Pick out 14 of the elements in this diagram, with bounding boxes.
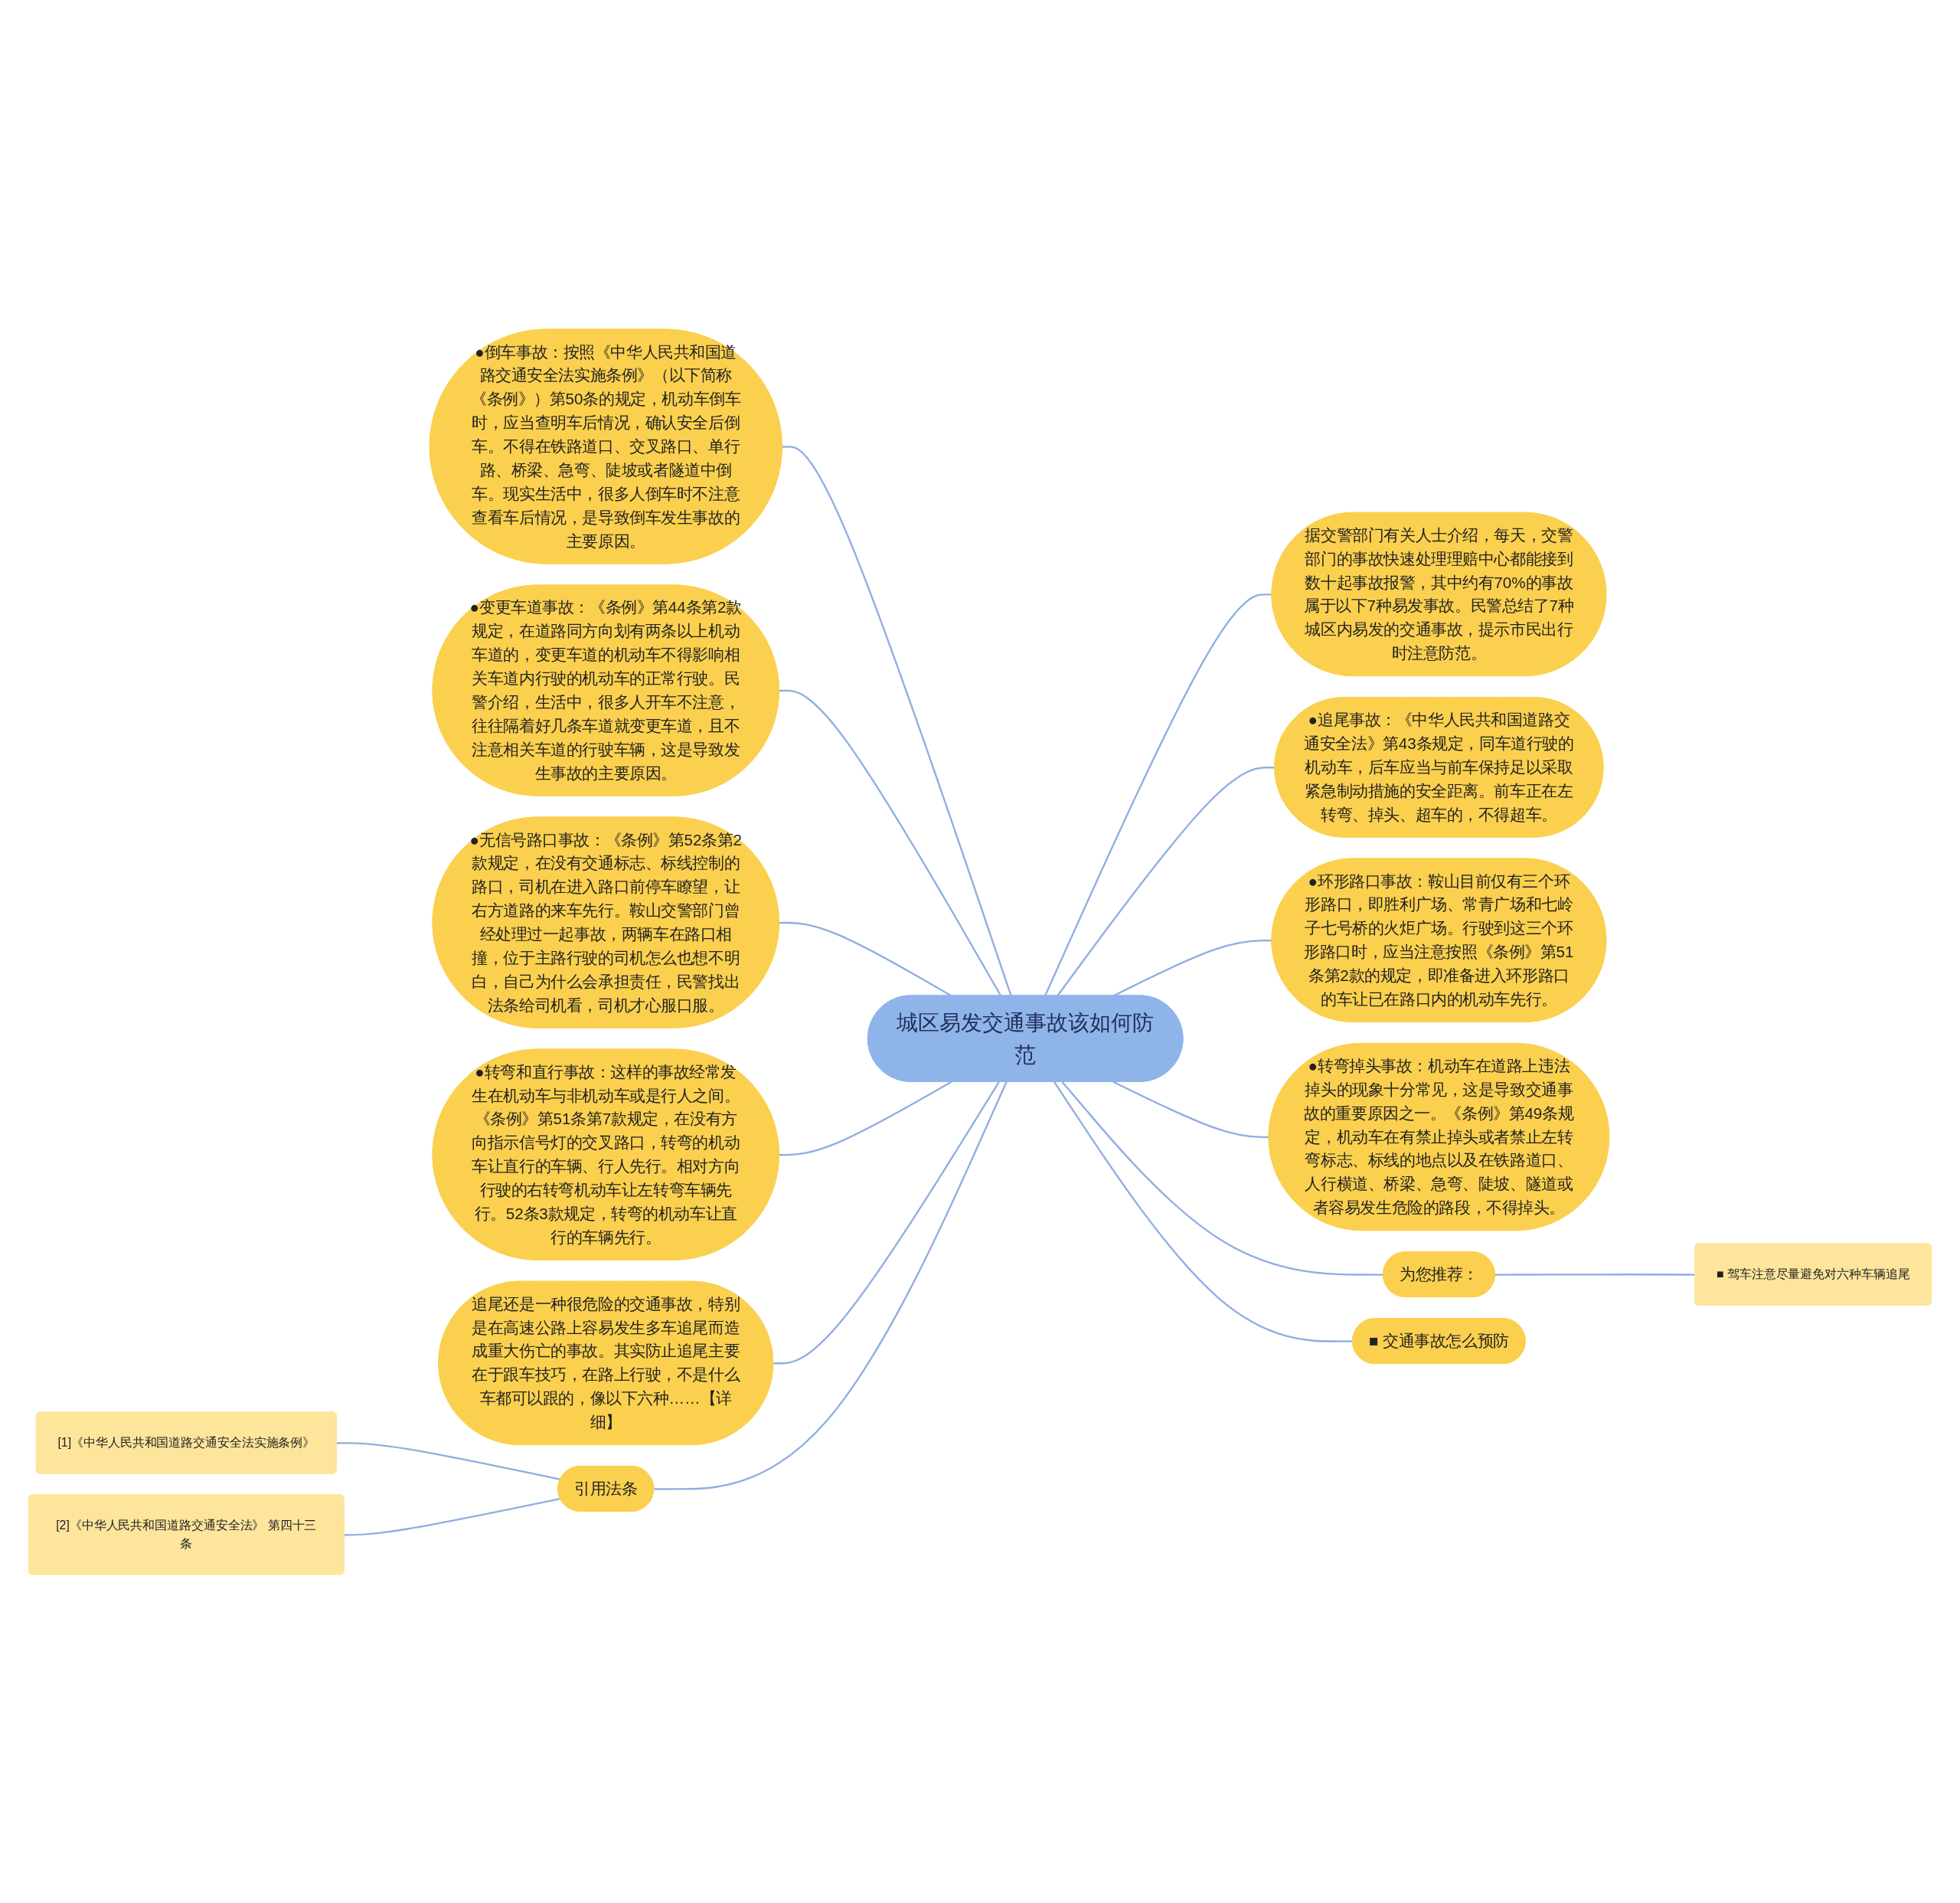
- connector: [336, 1441, 561, 1480]
- connector: [1112, 1081, 1269, 1138]
- connector: [779, 1081, 952, 1156]
- connector: [1494, 1273, 1696, 1276]
- connector: [1057, 766, 1276, 996]
- connector: [782, 445, 1012, 996]
- connector: [779, 921, 952, 996]
- connector: [1044, 593, 1272, 996]
- connector: [1053, 1081, 1354, 1342]
- connector: [779, 689, 1002, 996]
- connector: [344, 1497, 561, 1536]
- connector: [773, 1081, 1000, 1364]
- connector: [654, 1081, 1008, 1490]
- connector: [1061, 1081, 1383, 1276]
